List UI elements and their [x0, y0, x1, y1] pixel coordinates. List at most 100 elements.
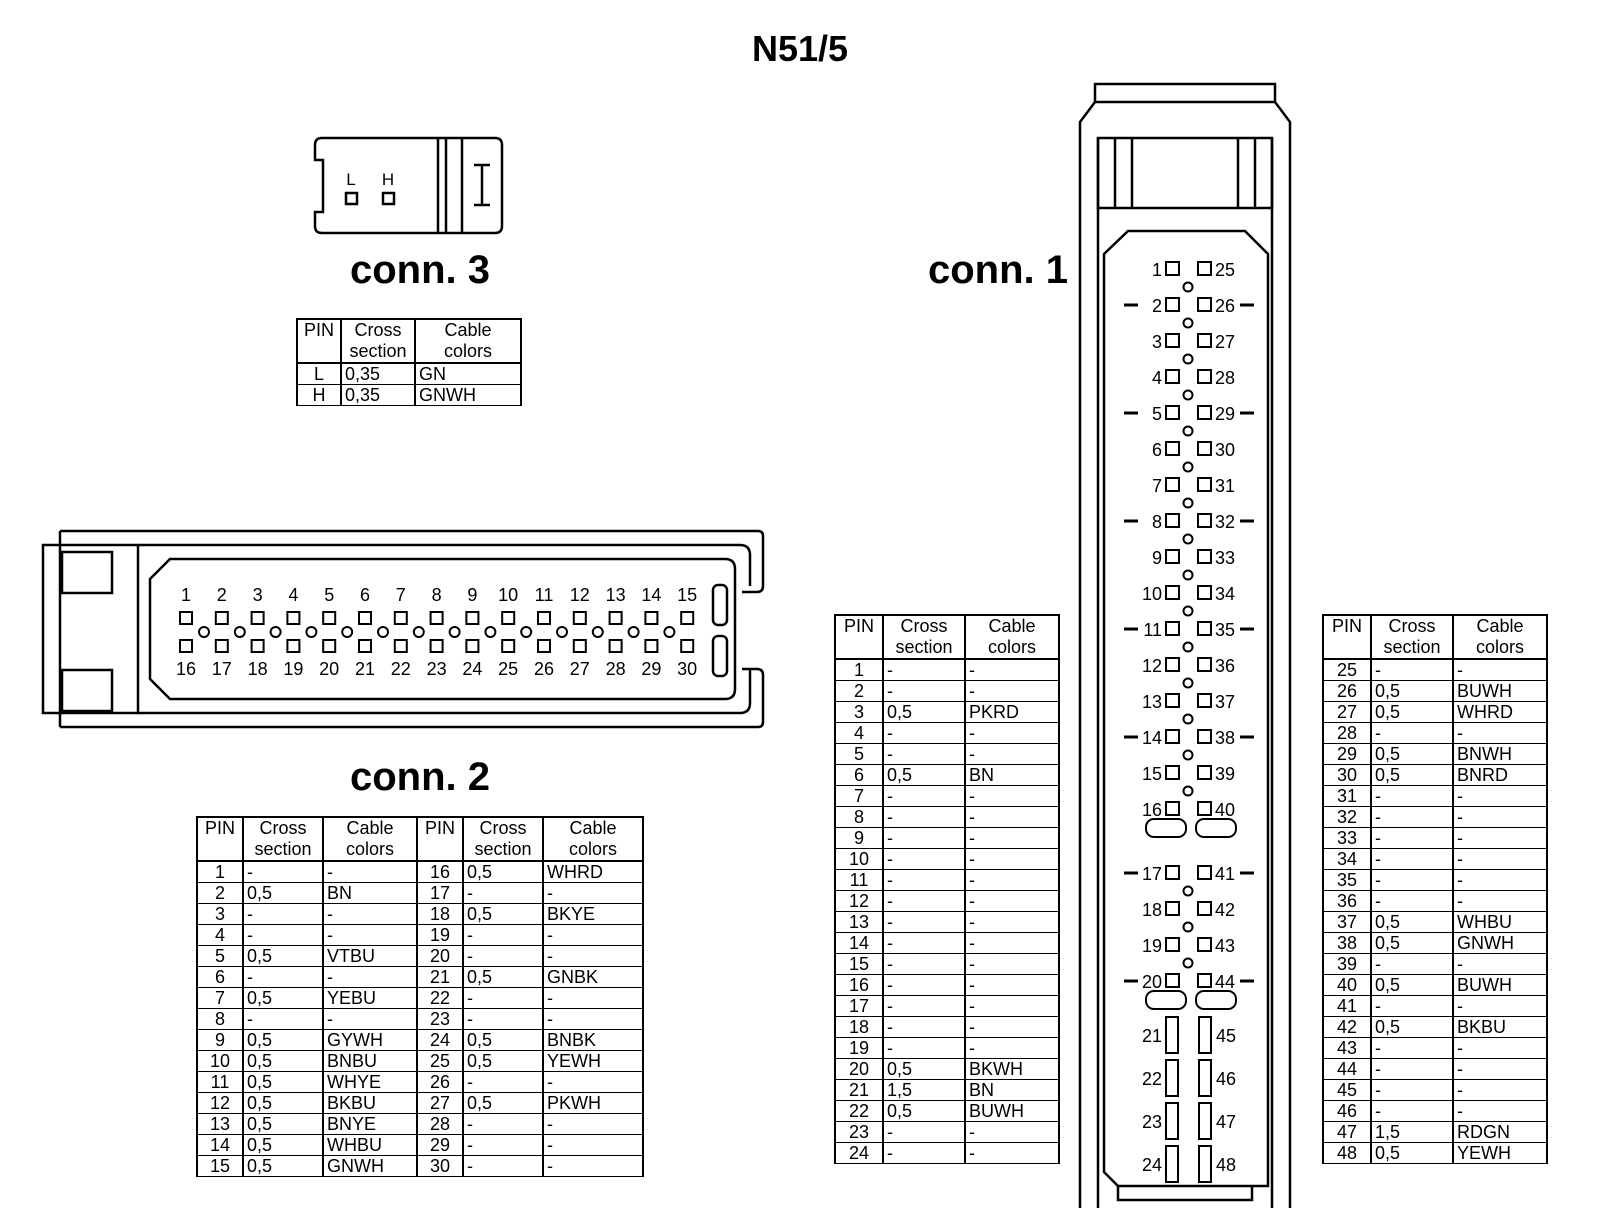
conn1-pin-socket [1197, 657, 1212, 672]
cable-color-cell: - [1452, 827, 1548, 849]
conn2-coding-hole [484, 626, 497, 638]
cable-color-cell: GNWH [322, 1155, 418, 1177]
pin-cell: 13 [834, 911, 884, 933]
conn1-pin-number: 45 [1216, 1026, 1236, 1046]
conn2-pin-number: 15 [677, 585, 697, 605]
cable-color-cell: BN [964, 764, 1060, 786]
cross-section-cell: 0,5 [242, 987, 324, 1009]
pin-header: PIN [296, 318, 342, 364]
cable-color-cell: - [964, 953, 1060, 975]
conn1-pin-number: 31 [1215, 476, 1235, 496]
cable-color-cell: GN [414, 362, 522, 385]
pin-cell: 26 [416, 1071, 464, 1093]
conn1-pin-number: 4 [1152, 368, 1162, 388]
cable-color-cell: - [964, 995, 1060, 1017]
table-row: 28-- [1322, 722, 1548, 744]
cross-section-cell: 0,5 [242, 1050, 324, 1072]
conn2-pin-number: 22 [391, 659, 411, 679]
pin-cell: 31 [1322, 785, 1372, 807]
cable-color-cell: - [322, 903, 418, 925]
cross-section-cell: - [882, 680, 966, 702]
cross-section-cell: 0,5 [242, 945, 324, 967]
pin-cell: 42 [1322, 1016, 1372, 1038]
cross-section-cell: 0,35 [340, 384, 416, 406]
table-row: 11-- [834, 869, 1060, 891]
conn2-pin-socket [429, 611, 444, 625]
pin-cell: 27 [1322, 701, 1372, 723]
pin-cell: 3 [196, 903, 244, 925]
pin-cell: 19 [834, 1037, 884, 1059]
conn1-pin-number: 26 [1215, 296, 1235, 316]
conn2-coding-hole [198, 626, 210, 638]
conn2-housing [41, 529, 765, 729]
table-row: 35-- [1322, 869, 1548, 891]
cross-section-cell: - [462, 987, 544, 1009]
conn2-pin-number: 16 [176, 659, 196, 679]
cross-section-cell: - [882, 932, 966, 954]
pin-cell: 21 [416, 966, 464, 988]
conn2-coding-hole [305, 626, 318, 638]
conn2-pin-number: 5 [324, 585, 334, 605]
cable-color-cell: BKBU [322, 1092, 418, 1114]
conn1-coding-hole [1182, 749, 1194, 761]
conn1-coding-hole [1182, 677, 1194, 689]
pin-cell: 12 [834, 890, 884, 912]
conn2-pin-number: 20 [319, 659, 339, 679]
pin-cell: 46 [1322, 1100, 1372, 1122]
conn1-pin-number: 16 [1142, 800, 1162, 820]
cross-section-cell: - [1370, 1079, 1454, 1101]
pin-cell: 20 [416, 945, 464, 967]
cable-color-cell: YEWH [1452, 1142, 1548, 1164]
cable-color-cell: - [542, 945, 644, 967]
cable-color-cell: - [1452, 848, 1548, 870]
table-row: 4-- [834, 722, 1060, 744]
pin-cell: 45 [1322, 1079, 1372, 1101]
conn1-coding-hole [1182, 497, 1194, 509]
conn1-pin-socket [1197, 865, 1212, 880]
conn2-coding-hole [591, 626, 604, 638]
pin-cell: 29 [1322, 743, 1372, 765]
conn1-power-pin [1198, 1145, 1212, 1183]
table-row: 18-- [834, 1016, 1060, 1038]
conn1-pin-socket [1197, 441, 1212, 456]
table-row: 36-- [1322, 890, 1548, 912]
cross-section-cell: 0,5 [242, 1092, 324, 1114]
conn1-label: conn. 1 [928, 248, 1069, 292]
cross-section-cell: 0,35 [340, 362, 416, 385]
conn1-pin-number: 12 [1142, 656, 1162, 676]
conn1-pin-number: 43 [1215, 936, 1235, 956]
conn1-power-pin [1198, 1059, 1212, 1097]
cross-section-cell: - [462, 882, 544, 904]
diagram-title: N51/5 [751, 28, 849, 69]
cross-section-cell: - [1370, 869, 1454, 891]
table-row: 33-- [1322, 827, 1548, 849]
table-row: 31-- [1322, 785, 1548, 807]
conn2-pin-number: 7 [396, 585, 406, 605]
conn1-pin-socket [1165, 477, 1180, 492]
table-row: 12-- [834, 890, 1060, 912]
cross-section-cell: 0,5 [1370, 743, 1454, 765]
conn1-pin-socket [1165, 369, 1180, 384]
cross-section-cell: 0,5 [462, 966, 544, 988]
cross-section-cell: 0,5 [242, 1155, 324, 1177]
cross-section-cell: - [242, 966, 324, 988]
pin-cell: 5 [196, 945, 244, 967]
cable-color-cell: - [964, 743, 1060, 765]
conn1-pin-number: 3 [1152, 332, 1162, 352]
conn2-pin-number: 10 [498, 585, 518, 605]
table-row: 43-- [1322, 1037, 1548, 1059]
pin-cell: 9 [196, 1029, 244, 1051]
conn2-pin-number: 29 [641, 659, 661, 679]
conn1-pin-socket [1197, 937, 1212, 952]
cable-color-cell: - [964, 680, 1060, 702]
